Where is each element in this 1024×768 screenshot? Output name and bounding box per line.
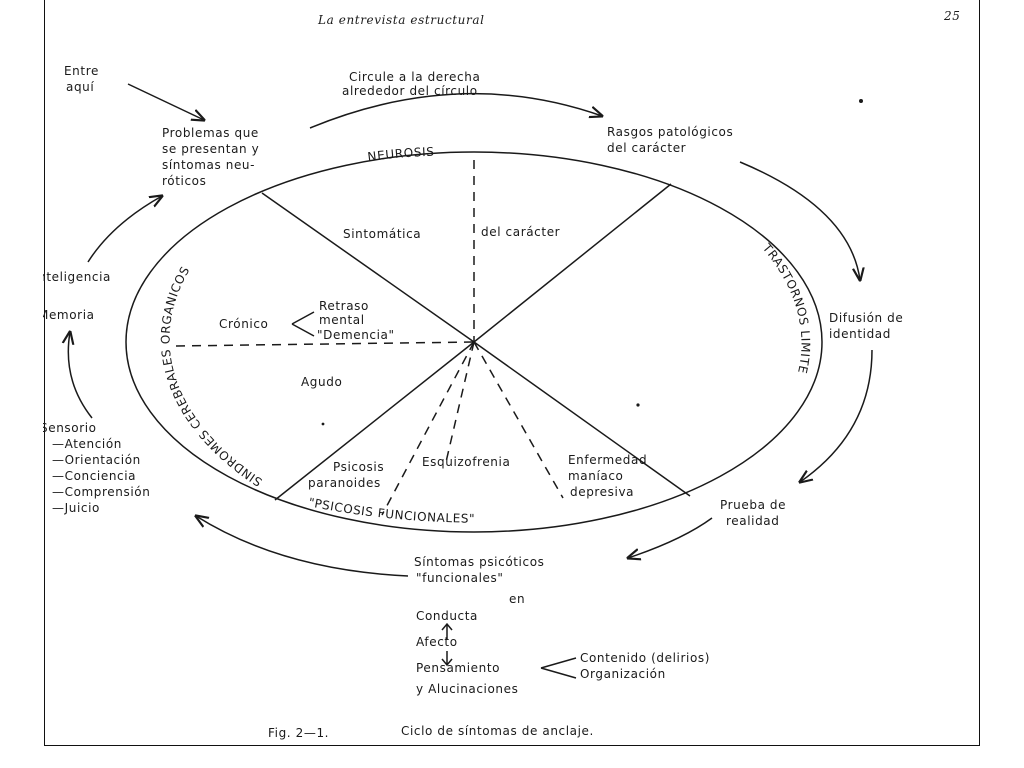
chronic-label: Crónico bbox=[219, 317, 268, 331]
arrow-top-cycle bbox=[309, 92, 602, 129]
up-arrow bbox=[441, 622, 453, 640]
divider-upper-right bbox=[473, 183, 672, 343]
acute-label: Agudo bbox=[301, 375, 342, 389]
divider-lower-left bbox=[274, 341, 475, 501]
sensorium-item: —Juicio bbox=[52, 501, 100, 515]
content-label: Contenido (delirios) bbox=[580, 651, 710, 665]
reality-label: realidad bbox=[726, 514, 779, 528]
symptomatic-label: Sintomática bbox=[343, 227, 421, 241]
reality-label: Prueba de bbox=[720, 498, 786, 512]
retardation-label: mental bbox=[319, 313, 365, 327]
dementia-label: "Demencia" bbox=[317, 328, 395, 342]
arrow-entry bbox=[127, 83, 204, 120]
page-number: 25 bbox=[943, 9, 960, 23]
scan-speck bbox=[859, 99, 863, 103]
borderline-arc-label: TRASTORNOS LIMITE bbox=[759, 240, 812, 375]
functional-psychoses-arc-label: "PSICOSIS FUNCIONALES" bbox=[307, 495, 475, 525]
psychotic-label: Síntomas psicóticos bbox=[414, 555, 545, 569]
arrow-to-reality bbox=[800, 349, 873, 482]
sensorium-item: —Comprensión bbox=[52, 485, 150, 499]
paranoid-label: paranoides bbox=[308, 476, 381, 490]
scan-speck bbox=[636, 403, 640, 407]
traits-label: del carácter bbox=[607, 141, 686, 155]
sensorium-item: —Orientación bbox=[52, 453, 141, 467]
manic-label: Enfermedad bbox=[568, 453, 647, 467]
dashed-schizo-split bbox=[473, 341, 564, 499]
retardation-label: Retraso bbox=[319, 299, 369, 313]
thought-label: Pensamiento bbox=[416, 661, 500, 675]
organic-syndromes-arc-label: SINDROMES CEREBRALES ORGANICOS bbox=[159, 264, 265, 489]
problems-label: síntomas neu- bbox=[162, 158, 255, 172]
neurosis-arc-label: NEUROSIS bbox=[367, 145, 435, 164]
memory-label: Memoria bbox=[38, 308, 95, 322]
manic-label: depresiva bbox=[570, 485, 634, 499]
down-arrow bbox=[441, 651, 453, 667]
arrow-to-organic bbox=[196, 516, 409, 577]
entry-label: Entre bbox=[64, 64, 99, 78]
divider-upper-left bbox=[261, 192, 475, 343]
conduct-label: Conducta bbox=[416, 609, 478, 623]
arrow-to-identity bbox=[739, 161, 860, 280]
chronic-bracket bbox=[291, 311, 315, 337]
problems-label: se presentan y bbox=[162, 142, 259, 156]
hallucinations-label: y Alucinaciones bbox=[416, 682, 518, 696]
dashed-organic-split bbox=[175, 341, 475, 347]
paranoid-label: Psicosis bbox=[333, 460, 384, 474]
divider-lower-right bbox=[473, 341, 691, 497]
circle-instruction: Circule a la derecha bbox=[349, 70, 480, 84]
page-margin bbox=[0, 0, 43, 768]
entry-label: aquí bbox=[66, 80, 94, 94]
main-ellipse bbox=[125, 151, 823, 533]
dashed-inner-split bbox=[445, 341, 475, 463]
figure-caption: Ciclo de síntomas de anclaje. bbox=[401, 724, 594, 738]
bottom-en-label: en bbox=[509, 592, 525, 606]
problems-label: róticos bbox=[162, 174, 206, 188]
manic-label: maníaco bbox=[568, 469, 623, 483]
arrow-to-memory bbox=[68, 332, 93, 419]
arrow-to-problems bbox=[87, 196, 162, 263]
circle-instruction: alrededor del círculo bbox=[342, 84, 478, 98]
figure-number: Fig. 2—1. bbox=[268, 726, 329, 740]
dashed-paranoid-split bbox=[381, 341, 475, 516]
sensorium-item: —Conciencia bbox=[52, 469, 136, 483]
identity-label: Difusión de bbox=[829, 311, 903, 325]
page-title: La entrevista estructural bbox=[317, 13, 485, 27]
problems-label: Problemas que bbox=[162, 126, 259, 140]
thought-bracket bbox=[540, 657, 577, 679]
traits-label: Rasgos patológicos bbox=[607, 125, 733, 139]
scan-speck bbox=[321, 422, 325, 426]
psychotic-label: "funcionales" bbox=[416, 571, 503, 585]
schizophrenia-label: Esquizofrenia bbox=[422, 455, 510, 469]
identity-label: identidad bbox=[829, 327, 891, 341]
arrow-to-psychotic bbox=[628, 517, 713, 558]
intelligence-label: Inteligencia bbox=[34, 270, 111, 284]
character-label: del carácter bbox=[481, 225, 560, 239]
affect-label: Afecto bbox=[416, 635, 458, 649]
sensorium-label: Sensorio bbox=[40, 421, 97, 435]
organization-label: Organización bbox=[580, 667, 666, 681]
sensorium-item: —Atención bbox=[52, 437, 122, 451]
